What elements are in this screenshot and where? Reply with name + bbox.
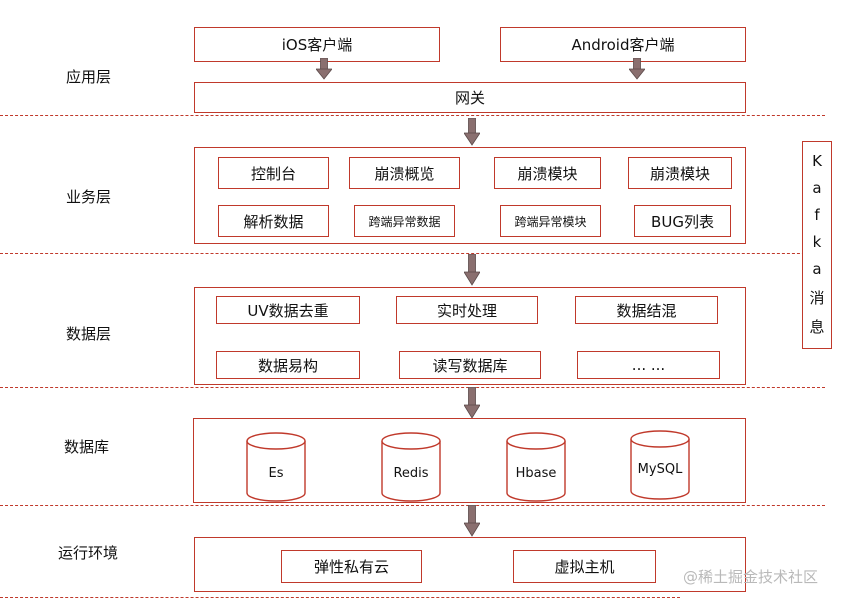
database-hbase: Hbase bbox=[506, 432, 566, 502]
kafka-char: a bbox=[812, 259, 822, 278]
business-item: BUG列表 bbox=[634, 205, 731, 237]
business-item: 崩溃概览 bbox=[349, 157, 460, 189]
layer-separator bbox=[0, 505, 825, 506]
business-item: 解析数据 bbox=[218, 205, 329, 237]
business-item: 控制台 bbox=[218, 157, 329, 189]
layer-separator bbox=[0, 387, 825, 388]
layer-label-app: 应用层 bbox=[66, 68, 112, 86]
kafka-char: k bbox=[812, 232, 822, 251]
database-label: Hbase bbox=[515, 466, 557, 481]
runtime-layer-panel bbox=[194, 537, 746, 592]
runtime-item: 虚拟主机 bbox=[513, 550, 656, 583]
down-arrow-icon bbox=[464, 254, 480, 286]
data-item: 读写数据库 bbox=[399, 351, 541, 379]
data-item: 实时处理 bbox=[396, 296, 538, 324]
down-arrow-icon bbox=[464, 505, 480, 537]
database-label: Es bbox=[268, 466, 284, 481]
down-arrow-icon bbox=[464, 387, 480, 419]
business-item: 跨端异常模块 bbox=[500, 205, 601, 237]
database-cylinder-icon bbox=[506, 432, 566, 502]
layer-separator bbox=[0, 253, 825, 254]
down-arrow-icon bbox=[316, 58, 332, 80]
layer-label-business: 业务层 bbox=[66, 188, 112, 206]
kafka-message-box: K a f k a 消 息 bbox=[802, 141, 832, 349]
down-arrow-icon bbox=[464, 118, 480, 146]
database-mysql: MySQL bbox=[630, 430, 690, 500]
database-redis: Redis bbox=[381, 432, 441, 502]
down-arrow-icon bbox=[629, 58, 645, 80]
database-label: Redis bbox=[393, 466, 429, 481]
kafka-char: K bbox=[812, 152, 822, 171]
data-item: UV数据去重 bbox=[216, 296, 360, 324]
gateway-box: 网关 bbox=[194, 82, 746, 113]
business-item: 崩溃模块 bbox=[628, 157, 732, 189]
runtime-item: 弹性私有云 bbox=[281, 550, 422, 583]
android-client-box: Android客户端 bbox=[500, 27, 746, 62]
data-item: 数据易构 bbox=[216, 351, 360, 379]
database-cylinder-icon bbox=[381, 432, 441, 502]
database-cylinder-icon bbox=[630, 430, 690, 500]
layer-label-database: 数据库 bbox=[64, 438, 110, 456]
data-item: 数据结混 bbox=[575, 296, 718, 324]
business-item: 崩溃模块 bbox=[494, 157, 601, 189]
layer-separator bbox=[0, 115, 825, 116]
kafka-char: 消 bbox=[809, 288, 825, 307]
watermark: @稀土掘金技术社区 bbox=[683, 568, 819, 586]
database-label: MySQL bbox=[637, 462, 683, 477]
business-item: 跨端异常数据 bbox=[354, 205, 455, 237]
layer-label-runtime: 运行环境 bbox=[58, 544, 119, 562]
layer-label-data: 数据层 bbox=[66, 325, 112, 343]
ios-client-box: iOS客户端 bbox=[194, 27, 440, 62]
kafka-char: f bbox=[814, 206, 820, 225]
data-item: ... ... bbox=[577, 351, 720, 379]
database-cylinder-icon bbox=[246, 432, 306, 502]
kafka-char: a bbox=[812, 179, 822, 198]
kafka-char: 息 bbox=[809, 318, 825, 337]
database-es: Es bbox=[246, 432, 306, 502]
layer-separator bbox=[0, 597, 680, 598]
